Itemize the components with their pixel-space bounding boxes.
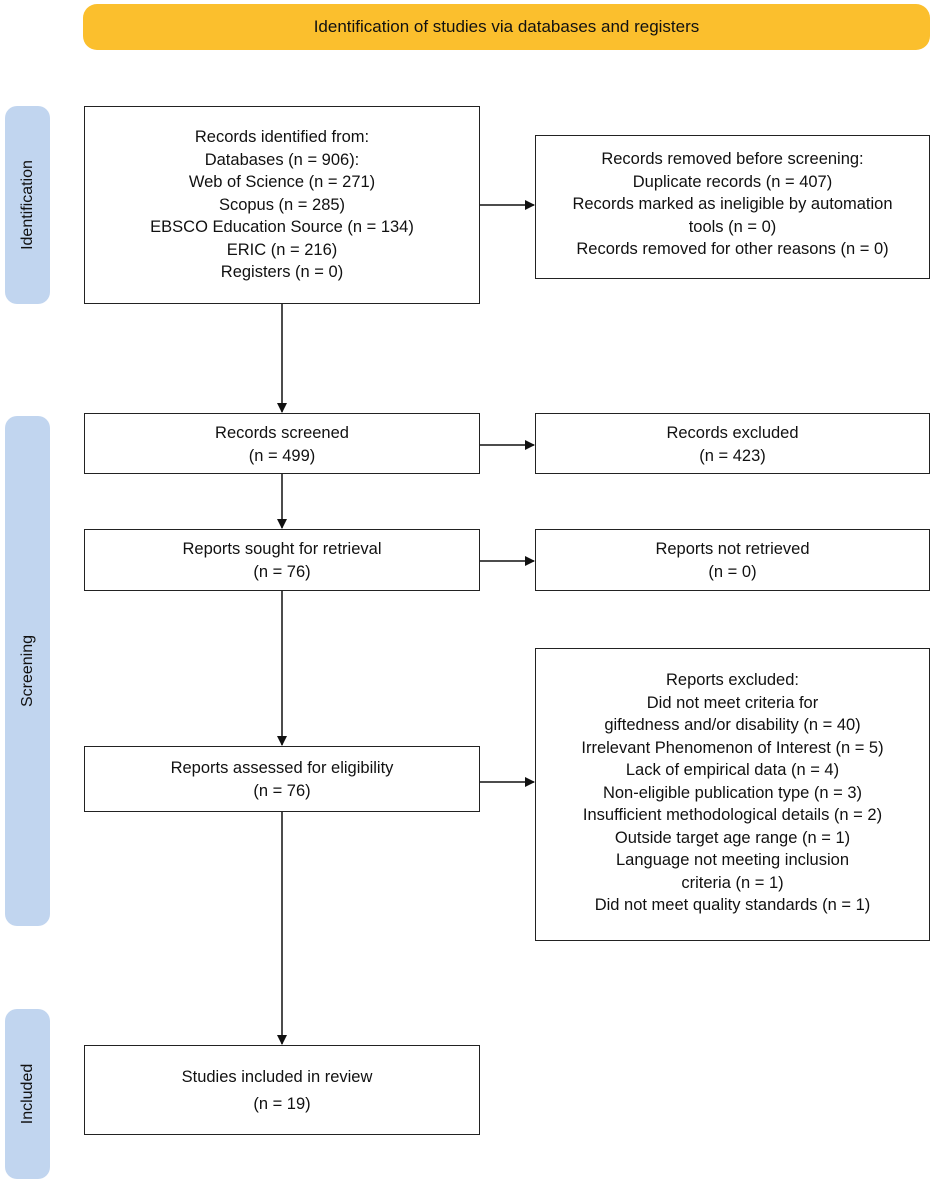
records-identified-line: Scopus (n = 285) <box>218 195 346 214</box>
records-excluded-box: Records excluded (n = 423) <box>535 413 930 474</box>
reports-excluded-line: criteria (n = 1) <box>681 873 784 892</box>
reports-not-retrieved-count: (n = 0) <box>708 562 757 581</box>
records-identified-line: EBSCO Education Source (n = 134) <box>150 218 414 236</box>
records-excluded-label: Records excluded <box>666 424 799 442</box>
reports-excluded-line: giftedness and/or disability (n = 40) <box>604 716 861 734</box>
reports-assessed-label: Reports assessed for eligibility <box>170 759 394 777</box>
records-screened-box: Records screened (n = 499) <box>84 413 480 474</box>
reports-excluded-line: Insufficient methodological details (n =… <box>582 806 883 824</box>
records-identified-line: Registers (n = 0) <box>220 263 344 281</box>
reports-assessed-box: Reports assessed for eligibility (n = 76… <box>84 746 480 812</box>
records-identified-box: Records identified from: Databases (n = … <box>84 106 480 304</box>
reports-sought-label: Reports sought for retrieval <box>182 540 382 558</box>
reports-excluded-line: Did not meet quality standards (n = 1) <box>594 896 871 914</box>
phase-included: Included <box>5 1009 50 1179</box>
records-identified-line: ERIC (n = 216) <box>226 240 338 259</box>
reports-not-retrieved-box: Reports not retrieved (n = 0) <box>535 529 930 591</box>
reports-sought-box: Reports sought for retrieval (n = 76) <box>84 529 480 591</box>
records-screened-label: Records screened <box>215 424 349 442</box>
records-screened-count: (n = 499) <box>248 446 316 465</box>
records-removed-line: tools (n = 0) <box>688 217 777 236</box>
records-identified-line: Web of Science (n = 271) <box>188 173 376 191</box>
records-identified-line: Records identified from: <box>194 128 370 146</box>
reports-excluded-line: Non-eligible publication type (n = 3) <box>602 783 863 802</box>
reports-excluded-line: Outside target age range (n = 1) <box>614 828 851 847</box>
phase-identification: Identification <box>5 106 50 304</box>
reports-excluded-box: Reports excluded: Did not meet criteria … <box>535 648 930 941</box>
reports-excluded-line: Reports excluded: <box>666 671 799 689</box>
phase-screening: Screening <box>5 416 50 926</box>
records-removed-line: Records removed for other reasons (n = 0… <box>576 240 889 258</box>
records-excluded-count: (n = 423) <box>699 446 766 465</box>
reports-assessed-count: (n = 76) <box>253 781 311 800</box>
records-removed-box: Records removed before screening: Duplic… <box>535 135 930 279</box>
studies-included-label: Studies included in review <box>181 1068 373 1086</box>
records-removed-line: Records marked as ineligible by automati… <box>572 195 893 213</box>
reports-sought-count: (n = 76) <box>253 562 311 581</box>
reports-excluded-line: Lack of empirical data (n = 4) <box>625 761 840 779</box>
reports-excluded-line: Irrelevant Phenomenon of Interest (n = 5… <box>581 738 884 757</box>
reports-excluded-line: Did not meet criteria for <box>646 693 819 712</box>
reports-not-retrieved-label: Reports not retrieved <box>655 540 810 558</box>
records-identified-line: Databases (n = 906): <box>204 150 360 169</box>
studies-included-count: (n = 19) <box>253 1094 311 1113</box>
banner-title: Identification of studies via databases … <box>313 17 700 36</box>
header-banner: Identification of studies via databases … <box>83 4 930 50</box>
records-removed-line: Records removed before screening: <box>601 150 864 168</box>
records-removed-line: Duplicate records (n = 407) <box>632 172 833 191</box>
reports-excluded-line: Language not meeting inclusion <box>615 851 849 869</box>
studies-included-box: Studies included in review (n = 19) <box>84 1045 480 1135</box>
